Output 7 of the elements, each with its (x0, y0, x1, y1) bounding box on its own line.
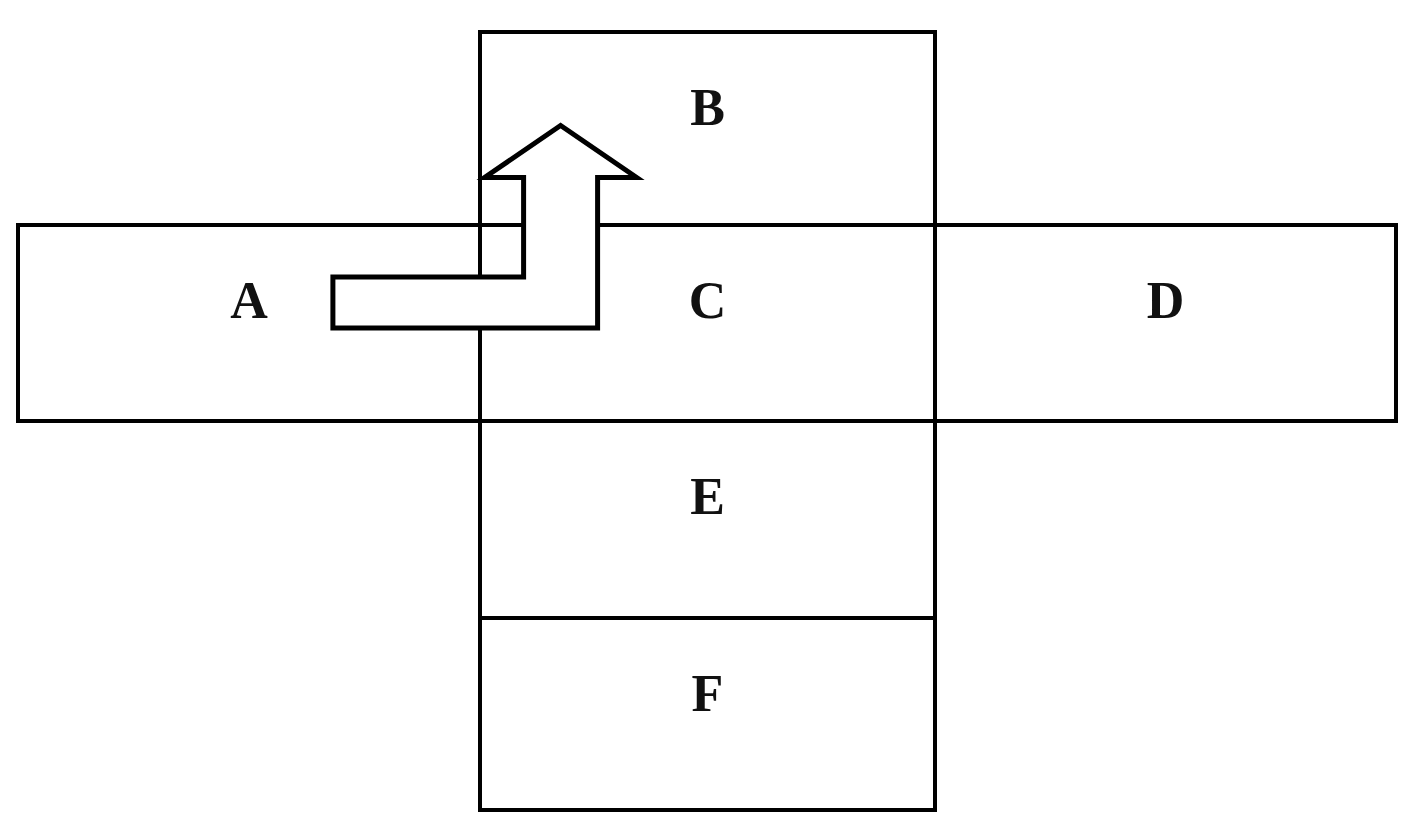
face-letter: F (691, 668, 724, 720)
face-letter: D (1146, 275, 1185, 327)
face-letter: B (690, 82, 725, 134)
face-letter: A (230, 275, 268, 327)
face-letter: C (688, 275, 727, 327)
block-arrow (330, 122, 645, 331)
face-letter: E (690, 471, 725, 523)
